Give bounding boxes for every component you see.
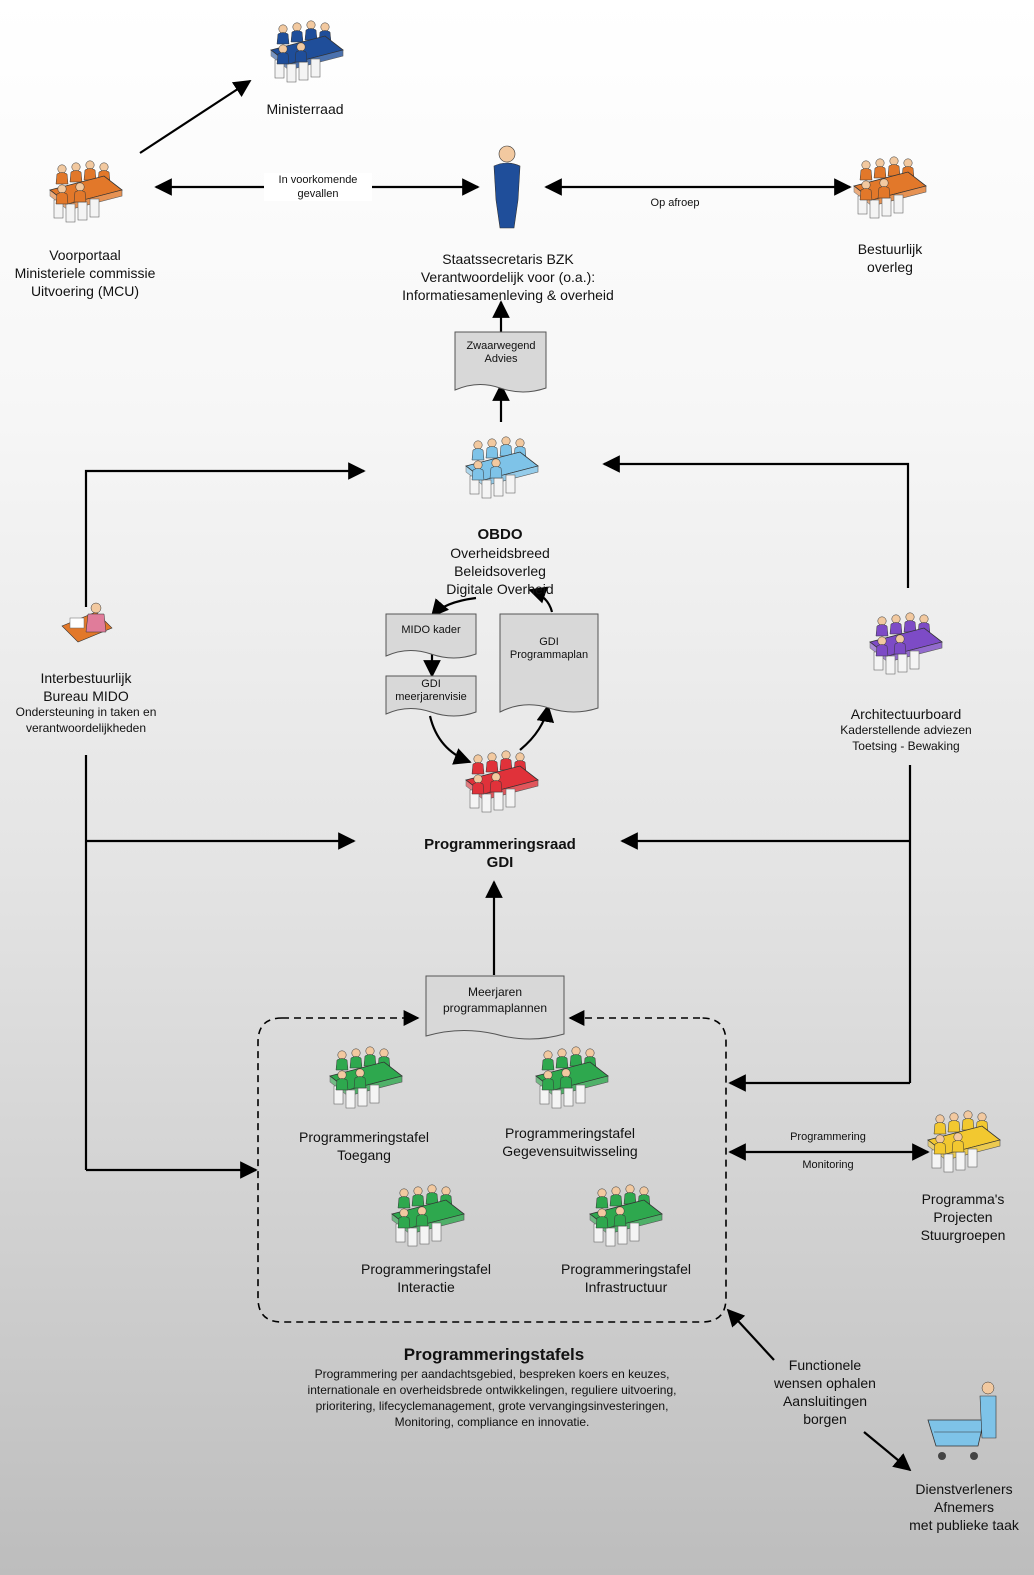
meeting-programmeringsraad-icon <box>466 751 538 812</box>
bestuurlijk-label: Bestuurlijk overleg <box>857 241 923 275</box>
footer-title: Programmeringstafels <box>403 1345 585 1364</box>
meeting-obdo-icon <box>466 437 538 498</box>
meeting-architectuurboard-icon <box>870 613 942 674</box>
footer-text: Programmering per aandachtsgebied, bespr… <box>307 1367 677 1429</box>
edge-label-monitoring: Monitoring <box>802 1159 854 1171</box>
doc-mido-kader-label: MIDO kader <box>401 624 461 636</box>
voorportaal-label: Voorportaal Ministeriele commissie Uitvo… <box>14 247 156 299</box>
bureau-mido-subtitle: Ondersteuning in taken en verantwoordeli… <box>15 705 157 735</box>
meeting-programmas-icon <box>928 1111 1000 1172</box>
obdo-title: OBDO <box>477 526 523 543</box>
doc-gdi-meerjarenvisie-label: GDI meerjarenvisie <box>395 678 467 703</box>
architectuurboard-subtitle: Kaderstellende adviezen Toetsing - Bewak… <box>840 723 972 753</box>
meeting-infra-icon <box>590 1185 662 1246</box>
edge-label-op-afroep: Op afroep <box>650 197 700 209</box>
doc-zwaarwegend-label: Zwaarwegend Advies <box>466 340 536 365</box>
shopping-cart-icon <box>927 1381 997 1460</box>
functionele-label: Functionele wensen ophalen Aansluitingen… <box>774 1357 876 1427</box>
bureau-mido-label: Interbestuurlijk Bureau MIDO <box>40 670 132 704</box>
tafel-gegevens-label: Programmeringstafel Gegevensuitwisseling <box>502 1125 638 1159</box>
meeting-toegang-icon <box>330 1047 402 1108</box>
doc-mido-kader <box>385 613 477 659</box>
meeting-voorportaal-icon <box>50 161 122 222</box>
tafel-interactie-label: Programmeringstafel Interactie <box>361 1261 491 1295</box>
programmeringsraad-label: Programmeringsraad GDI <box>424 836 576 871</box>
dienstverleners-label: Dienstverleners Afnemers met publieke ta… <box>909 1481 1019 1533</box>
doc-gdi-programmaplan-label: GDI Programmaplan <box>509 636 589 661</box>
doc-gdi-programmaplan <box>499 613 599 713</box>
obdo-subtitle: Overheidsbreed Beleidsoverleg Digitale O… <box>446 545 554 597</box>
tafel-toegang-label: Programmeringstafel Toegang <box>299 1129 429 1163</box>
edge-label-in-voorkomende: In voorkomende gevallen <box>264 173 372 201</box>
tafel-infra-label: Programmeringstafel Infrastructuur <box>561 1261 691 1295</box>
meeting-gegevens-icon <box>536 1047 608 1108</box>
doc-zwaarwegend <box>454 331 547 393</box>
meeting-bestuurlijk-icon <box>854 157 926 218</box>
doc-meerjaren-label: Meerjaren programmaplannen <box>442 985 548 1015</box>
staatssecretaris-person-icon <box>493 145 521 229</box>
edge-label-programmering: Programmering <box>790 1131 866 1143</box>
doc-gdi-meerjarenvisie <box>385 675 477 717</box>
meeting-interactie-icon <box>392 1185 464 1246</box>
meeting-ministerraad-icon <box>271 21 343 82</box>
ministerraad-label: Ministerraad <box>266 101 344 117</box>
programmas-label: Programma's Projecten Stuurgroepen <box>920 1191 1006 1243</box>
architectuurboard-label: Architectuurboard <box>850 706 962 722</box>
doc-meerjaren <box>425 975 565 1040</box>
staatssecretaris-label: Staatssecretaris BZK Verantwoordelijk vo… <box>402 251 614 303</box>
bureau-mido-icon <box>61 602 113 643</box>
